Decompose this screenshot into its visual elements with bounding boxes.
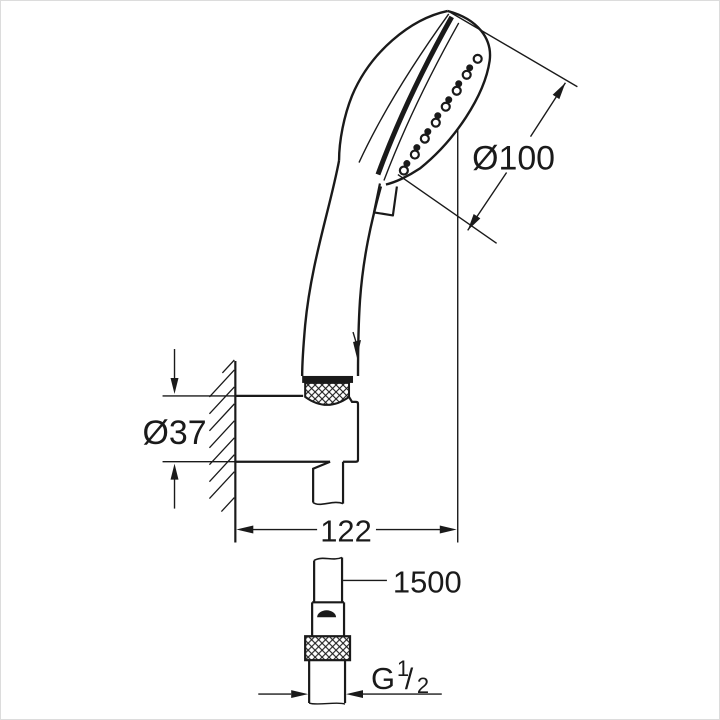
shower-hose bbox=[304, 556, 352, 705]
shower-handle bbox=[300, 160, 383, 406]
shower-head bbox=[337, 9, 492, 217]
flow-arrow-icon bbox=[352, 331, 357, 343]
dim-head-diameter: Ø100 bbox=[397, 11, 578, 244]
hose-connector bbox=[311, 601, 346, 637]
dim-label-holder-diameter: Ø37 bbox=[142, 414, 206, 452]
flow-arrow-head bbox=[353, 340, 361, 359]
dim-holder-offset: 122 bbox=[236, 128, 459, 548]
shower-head-ring-line bbox=[358, 13, 450, 163]
dim-arrow-icon bbox=[346, 690, 363, 699]
dim-arrow-icon bbox=[439, 525, 457, 534]
dim-arrow-icon bbox=[170, 463, 179, 480]
thread-label-denominator: 2 bbox=[417, 673, 429, 698]
handle-knurled-nut bbox=[304, 381, 351, 406]
shower-head-face-band bbox=[375, 15, 454, 176]
thread-pipe bbox=[308, 660, 347, 704]
dim-ext-line bbox=[449, 11, 578, 88]
dim-arrow-icon bbox=[552, 82, 566, 100]
thread-label-slash: / bbox=[405, 663, 414, 696]
dim-hose-length: 1500 bbox=[343, 564, 462, 599]
shower-head-faceplate-line bbox=[383, 22, 460, 181]
nozzle-dots-inner bbox=[403, 64, 474, 168]
nozzle-dots-outer bbox=[398, 53, 483, 176]
dim-label-head-diameter: Ø100 bbox=[472, 140, 555, 178]
holder-outlet bbox=[312, 460, 345, 504]
handle-left-edge bbox=[300, 160, 341, 376]
dim-arrow-icon bbox=[291, 690, 309, 699]
hose-knurled-nut bbox=[304, 635, 352, 662]
dim-label-holder-offset: 122 bbox=[320, 513, 372, 548]
dim-thread: G 1 / 2 bbox=[258, 656, 442, 699]
dim-arrow-icon bbox=[236, 525, 254, 534]
dim-arrow-icon bbox=[170, 377, 179, 394]
holder-outlet-break-edge bbox=[312, 501, 344, 506]
shower-head-face-outline bbox=[385, 9, 492, 186]
dim-arrow-icon bbox=[467, 214, 481, 231]
hose-connector-window bbox=[317, 610, 337, 618]
holder-body bbox=[235, 394, 360, 463]
handle-right-edge bbox=[356, 186, 383, 376]
hose-body bbox=[313, 557, 344, 603]
shower-head-back-outline bbox=[337, 9, 449, 161]
thread-pipe-break-edge bbox=[308, 702, 346, 705]
thread-label-numerator: 1 bbox=[397, 656, 409, 681]
wall-hatching bbox=[208, 359, 235, 513]
thread-label-g: G bbox=[371, 661, 395, 696]
dim-label-hose-length: 1500 bbox=[393, 564, 462, 599]
handle-cone-flange bbox=[302, 375, 354, 383]
dim-ext-line bbox=[397, 173, 498, 244]
dim-holder-diameter: Ø37 bbox=[142, 349, 236, 509]
wall-holder bbox=[208, 359, 360, 543]
hose-break-edge bbox=[313, 556, 343, 562]
